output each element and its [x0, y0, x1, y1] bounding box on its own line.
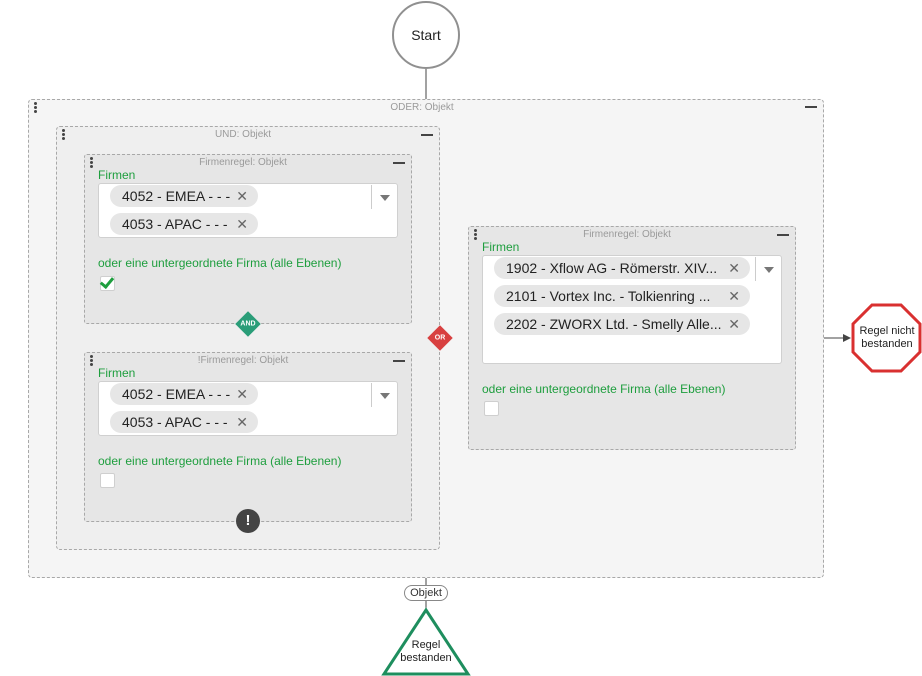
dropdown-separator: [371, 383, 372, 407]
company-chip: 2101 - Vortex Inc. - Tolkienring ... ✕: [494, 285, 750, 307]
pass-node-line2: bestanden: [400, 652, 452, 664]
subsidiary-label: oder eine untergeordnete Firma (alle Ebe…: [98, 256, 342, 270]
rule-card-1: Firmenregel: Objekt Firmen 4052 - EMEA -…: [84, 154, 412, 324]
dropdown-separator: [755, 257, 756, 281]
chip-label: 4052 - EMEA - - -: [122, 386, 231, 402]
company-select[interactable]: 1902 - Xflow AG - Römerstr. XIV... ✕ 2101…: [482, 255, 782, 364]
caret-down-icon[interactable]: [380, 195, 390, 201]
and-connector-label: AND: [240, 320, 256, 328]
caret-down-icon[interactable]: [380, 393, 390, 399]
collapse-icon[interactable]: [393, 360, 405, 362]
fail-node[interactable]: Regel nicht bestanden: [852, 325, 922, 351]
caret-down-icon[interactable]: [764, 267, 774, 273]
pass-node[interactable]: Regel bestanden: [391, 639, 461, 665]
pass-node-line1: Regel: [411, 639, 441, 651]
subsidiary-checkbox[interactable]: [99, 273, 115, 291]
rule-card-2: !Firmenregel: Objekt Firmen 4052 - EMEA …: [84, 352, 412, 522]
company-select[interactable]: 4052 - EMEA - - - ✕ 4053 - APAC - - - ✕: [98, 381, 398, 436]
collapse-icon[interactable]: [393, 162, 405, 164]
rule-title: Firmenregel: Objekt: [583, 229, 671, 240]
close-icon[interactable]: ✕: [236, 386, 248, 402]
company-chip: 1902 - Xflow AG - Römerstr. XIV... ✕: [494, 257, 750, 279]
close-icon[interactable]: ✕: [728, 288, 740, 304]
und-group-title: UND: Objekt: [214, 129, 272, 140]
rule-card-3: Firmenregel: Objekt Firmen 1902 - Xflow …: [468, 226, 796, 450]
company-select[interactable]: 4052 - EMEA - - - ✕ 4053 - APAC - - - ✕: [98, 183, 398, 238]
check-icon: [99, 273, 115, 290]
close-icon[interactable]: ✕: [728, 260, 740, 276]
start-label: Start: [411, 27, 441, 43]
company-chip: 4052 - EMEA - - - ✕: [110, 383, 258, 405]
chip-label: 4053 - APAC - - -: [122, 414, 228, 430]
subsidiary-checkbox[interactable]: [100, 473, 115, 488]
rule-title: !Firmenregel: Objekt: [197, 355, 289, 366]
field-label: Firmen: [98, 366, 136, 380]
drag-handle-icon[interactable]: [34, 102, 37, 114]
close-icon[interactable]: ✕: [236, 216, 248, 232]
drag-handle-icon[interactable]: [90, 355, 93, 367]
company-chip: 4052 - EMEA - - - ✕: [110, 185, 258, 207]
rule-title: Firmenregel: Objekt: [199, 157, 287, 168]
oder-group-title: ODER: Objekt: [390, 102, 454, 113]
exclamation-icon[interactable]: !: [236, 509, 260, 533]
close-icon[interactable]: ✕: [236, 188, 248, 204]
company-chip: 4053 - APAC - - - ✕: [110, 411, 258, 433]
field-label: Firmen: [482, 240, 520, 254]
close-icon[interactable]: ✕: [728, 316, 740, 332]
subsidiary-checkbox[interactable]: [484, 401, 499, 416]
chip-label: 2202 - ZWORX Ltd. - Smelly Alle...: [506, 316, 722, 332]
chip-label: 4053 - APAC - - -: [122, 216, 228, 232]
drag-handle-icon[interactable]: [90, 157, 93, 169]
company-chip: 2202 - ZWORX Ltd. - Smelly Alle... ✕: [494, 313, 750, 335]
collapse-icon[interactable]: [421, 134, 433, 136]
drag-handle-icon[interactable]: [474, 229, 477, 241]
or-connector-label: OR: [434, 334, 446, 342]
output-pill[interactable]: Objekt: [404, 585, 448, 601]
fail-node-line1: Regel nicht: [859, 325, 915, 337]
close-icon[interactable]: ✕: [236, 414, 248, 430]
dropdown-separator: [371, 185, 372, 209]
chip-label: 2101 - Vortex Inc. - Tolkienring ...: [506, 288, 711, 304]
fail-node-line2: bestanden: [861, 338, 913, 350]
drag-handle-icon[interactable]: [62, 129, 65, 141]
company-chip: 4053 - APAC - - - ✕: [110, 213, 258, 235]
chip-label: 1902 - Xflow AG - Römerstr. XIV...: [506, 260, 718, 276]
chip-label: 4052 - EMEA - - -: [122, 188, 231, 204]
collapse-icon[interactable]: [805, 106, 817, 108]
subsidiary-label: oder eine untergeordnete Firma (alle Ebe…: [98, 454, 342, 468]
subsidiary-label: oder eine untergeordnete Firma (alle Ebe…: [482, 382, 726, 396]
start-node[interactable]: Start: [392, 1, 460, 69]
field-label: Firmen: [98, 168, 136, 182]
collapse-icon[interactable]: [777, 234, 789, 236]
